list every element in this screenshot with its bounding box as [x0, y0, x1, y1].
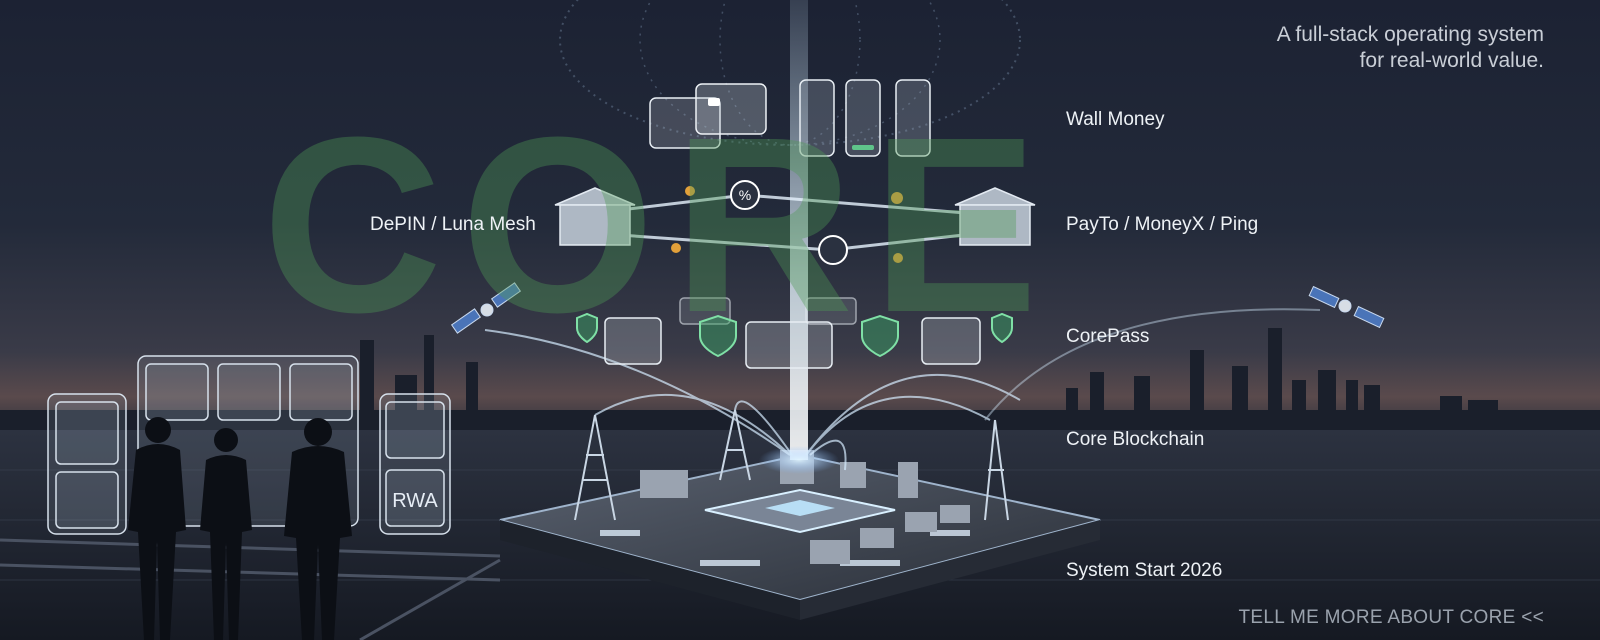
- network-arcs: [484, 308, 1321, 471]
- light-beam: [790, 0, 808, 460]
- payment-cards-icon: [649, 83, 767, 149]
- cell-tower-icon: [574, 409, 1009, 521]
- svg-text:%: %: [739, 187, 751, 203]
- label-corepass: CorePass: [1066, 326, 1150, 347]
- city-skyline: [0, 328, 1600, 430]
- label-wall-money: Wall Money: [1066, 109, 1165, 130]
- identity-cards-icon: [604, 297, 981, 369]
- tagline: A full-stack operating system for real-w…: [1277, 22, 1544, 74]
- label-system-start: System Start 2026: [1066, 560, 1223, 581]
- core-wordmark: CORE: [262, 85, 1057, 364]
- railing: [0, 538, 501, 640]
- people-silhouettes: [128, 417, 352, 640]
- holographic-panels: [47, 355, 451, 535]
- label-core-blockchain: Core Blockchain: [1066, 429, 1205, 450]
- security-shield-icon: [576, 312, 1013, 358]
- handshake-node-icon: [818, 235, 848, 265]
- label-payto: PayTo / MoneyX / Ping: [1066, 214, 1259, 235]
- tagline-line-2: for real-world value.: [1359, 49, 1544, 72]
- mobile-wallet-phones-icon: [799, 79, 931, 157]
- coin-icon: [671, 186, 903, 263]
- tagline-line-1: A full-stack operating system: [1276, 23, 1544, 46]
- tell-me-more-link[interactable]: TELL ME MORE ABOUT CORE <<: [1238, 607, 1544, 628]
- rwa-badge: RWA: [392, 490, 438, 512]
- percent-node-icon: %: [730, 180, 760, 210]
- satellite-icon: [450, 282, 1385, 334]
- label-depin: DePIN / Luna Mesh: [370, 214, 536, 235]
- bank-building-icon: [554, 187, 1036, 246]
